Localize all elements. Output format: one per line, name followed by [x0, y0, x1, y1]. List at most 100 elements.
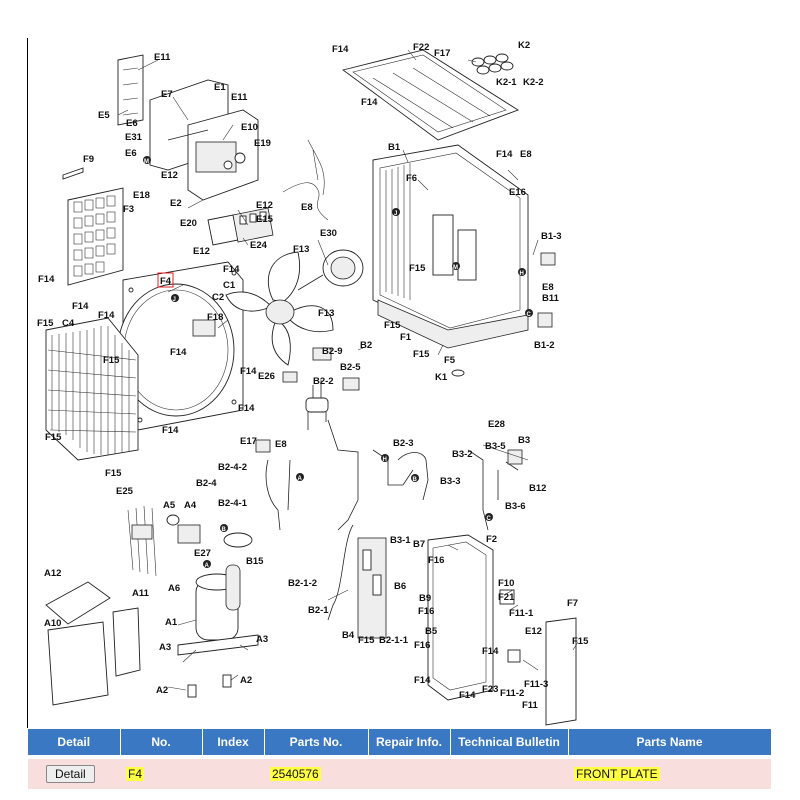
label-f11-3: F11-3 — [524, 679, 548, 690]
label-e17: E17 — [240, 436, 257, 447]
part-b1-3[interactable] — [540, 252, 556, 266]
top-panel-part[interactable] — [341, 49, 520, 141]
diagram-svg: J M J M H C A H B C B A E11 E7 E1 E11 E5… — [37, 40, 589, 726]
label-b15: B15 — [246, 556, 264, 567]
parts-number: 2540576 — [270, 767, 321, 781]
marker-m2: M — [453, 265, 458, 271]
side-grille-part[interactable] — [62, 167, 124, 286]
label-f14j: F14 — [496, 149, 513, 160]
front-plate-part[interactable] — [117, 261, 244, 431]
label-e1: E1 — [214, 82, 226, 93]
fan-motor-part[interactable] — [297, 249, 364, 291]
label-b9: B9 — [419, 593, 431, 604]
label-f14h: F14 — [162, 425, 179, 436]
label-f14d: F14 — [98, 310, 115, 321]
marker-h1: H — [520, 271, 524, 277]
label-f5: F5 — [444, 355, 456, 366]
label-e27: E27 — [194, 548, 211, 559]
label-k2-2: K2-2 — [523, 77, 544, 88]
terminal-block-part[interactable] — [207, 207, 274, 246]
marker-a1: A — [298, 476, 303, 482]
label-c2: C2 — [212, 292, 224, 303]
label-f23: F23 — [482, 684, 498, 695]
label-b2-9: B2-9 — [322, 346, 343, 357]
label-e25: E25 — [116, 486, 134, 497]
cell-index — [202, 755, 264, 789]
label-b3-3: B3-3 — [440, 476, 461, 487]
label-k2: K2 — [518, 40, 530, 51]
label-a11: A11 — [132, 588, 150, 599]
label-c4: C4 — [62, 318, 75, 329]
compressor-terminal-part[interactable] — [127, 505, 201, 577]
header-parts-no: Parts No. — [264, 729, 369, 757]
label-e16: E16 — [509, 187, 526, 198]
label-e20: E20 — [180, 218, 197, 229]
label-e12d: E12 — [525, 626, 542, 637]
detail-button[interactable]: Detail — [46, 765, 95, 783]
label-b5: B5 — [425, 626, 438, 637]
heat-exchanger-part[interactable] — [372, 144, 529, 349]
label-a2a: A2 — [156, 685, 168, 696]
label-f14f: F14 — [240, 366, 257, 377]
header-parts-name: Parts Name — [568, 729, 772, 757]
label-f14l: F14 — [459, 690, 476, 701]
label-b4: B4 — [342, 630, 355, 641]
label-f15f: F15 — [384, 320, 401, 331]
part-b1-2[interactable] — [537, 312, 553, 328]
label-b11: B11 — [542, 293, 560, 304]
label-b2-1: B2-1 — [308, 605, 329, 616]
label-k1: K1 — [435, 372, 448, 383]
label-f14a: F14 — [223, 264, 240, 275]
header-index: Index — [202, 729, 265, 757]
label-e31: E31 — [125, 132, 143, 143]
label-e2: E2 — [170, 198, 182, 209]
marker-m1: M — [144, 159, 149, 165]
marker-c1: C — [527, 312, 532, 318]
label-a5: A5 — [163, 500, 176, 511]
label-e11: E11 — [154, 52, 171, 63]
label-e8c: E8 — [542, 282, 554, 293]
part-e17[interactable] — [255, 439, 271, 453]
marker-j2: J — [394, 211, 397, 217]
sound-insulation-part[interactable] — [45, 581, 141, 706]
label-e18: E18 — [133, 190, 150, 201]
part-f7[interactable] — [545, 617, 577, 726]
label-e8b: E8 — [520, 149, 532, 160]
label-b1-2: B1-2 — [534, 340, 555, 351]
part-e26[interactable] — [282, 371, 298, 383]
label-f16c: F16 — [414, 640, 430, 651]
part-k1[interactable] — [451, 369, 465, 377]
label-f1: F1 — [400, 332, 412, 343]
label-f13a: F13 — [293, 244, 309, 255]
parts-table-header: Detail No. Index Parts No. Repair Info. … — [28, 729, 772, 757]
label-e5: E5 — [98, 110, 110, 121]
header-no: No. — [120, 729, 203, 757]
marker-c2: C — [487, 516, 492, 522]
rubber-cushion-part[interactable] — [471, 53, 514, 75]
label-e11b: E11 — [231, 92, 248, 103]
front-grille-part[interactable] — [45, 317, 139, 461]
cell-parts-no: 2540576 — [264, 755, 368, 789]
control-box-part[interactable] — [357, 534, 521, 701]
compressor-part[interactable] — [177, 532, 259, 698]
piping-b2-1 — [327, 524, 354, 621]
label-c1: C1 — [223, 280, 236, 291]
label-f15b: F15 — [103, 355, 120, 366]
label-e12a: E12 — [161, 170, 178, 181]
label-f18: F18 — [207, 312, 223, 323]
four-way-valve-part[interactable] — [305, 347, 360, 430]
label-e24: E24 — [250, 240, 268, 251]
label-a12: A12 — [44, 568, 61, 579]
label-a3a: A3 — [159, 642, 171, 653]
label-e10: E10 — [241, 122, 258, 133]
label-f11-1: F11-1 — [509, 608, 534, 619]
label-b3-2: B3-2 — [452, 449, 473, 460]
reference-markers: J M J M H C A H B C B A — [143, 156, 533, 569]
part-b3-5[interactable] — [507, 449, 523, 465]
part-labels: E11 E7 E1 E11 E5 E6 E31 E6 E10 E19 E12 E… — [37, 40, 589, 711]
electrical-box-part[interactable] — [117, 54, 259, 201]
label-f15d: F15 — [105, 468, 122, 479]
fan-propeller-part[interactable] — [225, 251, 334, 366]
cell-no: F4 — [120, 755, 202, 789]
label-b12: B12 — [529, 483, 546, 494]
